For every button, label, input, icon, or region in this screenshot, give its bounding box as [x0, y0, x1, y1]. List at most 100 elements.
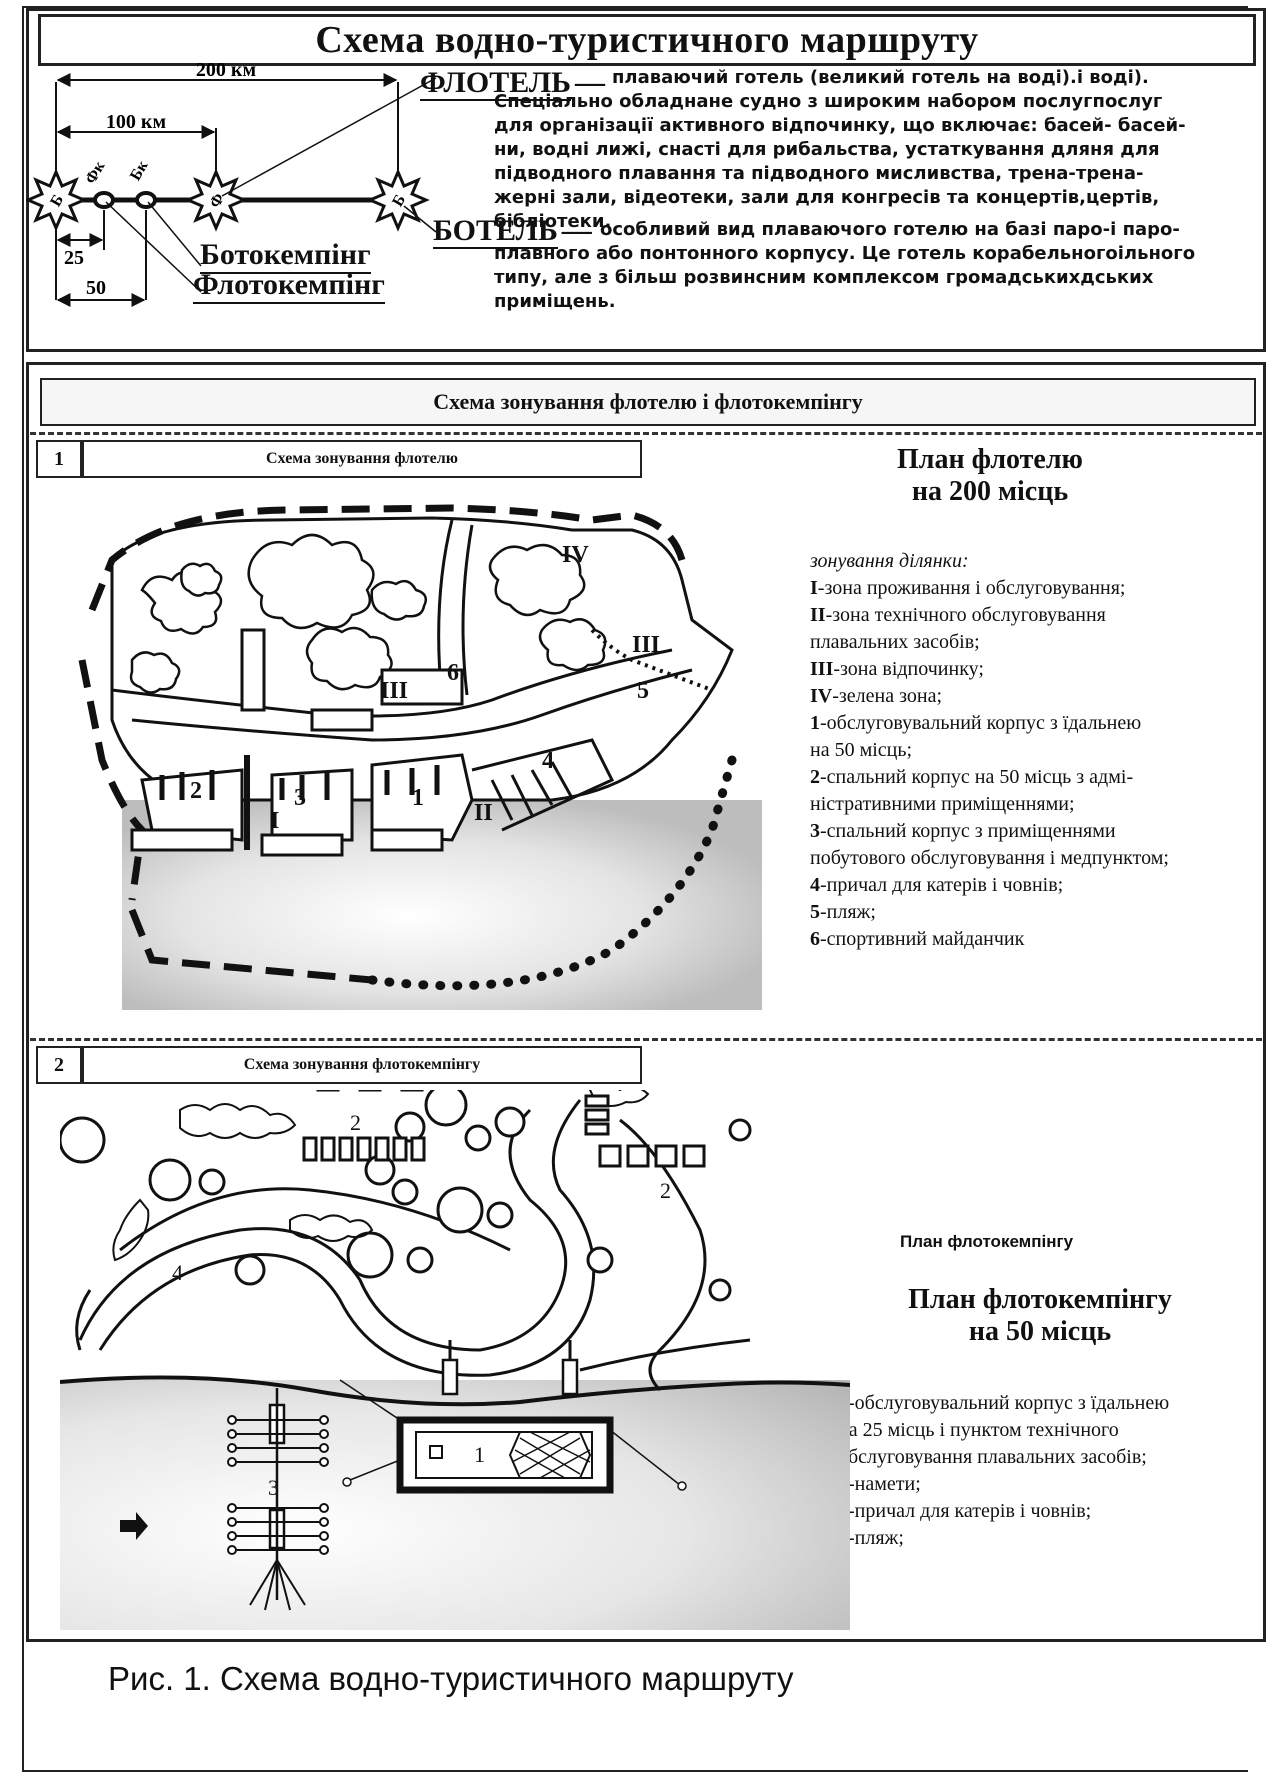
botel-node-left-icon: Б	[26, 168, 88, 232]
flotocamping-building-1	[339, 1340, 687, 1494]
flotel-node-icon: Ф	[184, 168, 248, 232]
flotel-legend-item: II-зона технічного обслуговування	[810, 602, 1260, 629]
flotel-label: ФЛОТЕЛЬ	[420, 66, 572, 101]
dim-100-label: 100 км	[106, 111, 166, 133]
flotel-buildings	[130, 753, 474, 857]
flotel-description: Спеціально обладнане судно з широким наб…	[494, 91, 1186, 232]
flotel-beach-dots	[367, 755, 737, 991]
svg-text:II: II	[474, 800, 493, 826]
flotel-legend-key: 2	[810, 766, 820, 788]
flotel-legend-item: плавальних засобів;	[810, 629, 1260, 656]
flotel-legend-text: -зона відпочинку;	[833, 658, 984, 680]
flotocamping-legend-item: 3-причал для катерів і човнів;	[838, 1498, 1258, 1525]
botel-label: БОТЕЛЬ	[433, 214, 558, 249]
svg-text:5: 5	[637, 678, 649, 704]
flotel-legend: зонування ділянки: I-зона проживання і о…	[810, 548, 1260, 953]
flotocamping-legend-item: на 25 місць і пунктом технічного	[838, 1417, 1258, 1444]
svg-text:III: III	[632, 632, 660, 658]
figure-caption: Рис. 1. Схема водно-туристичного маршрут…	[108, 1660, 794, 1697]
flotocamping-legend-text: обслуговування плавальних засобів;	[838, 1446, 1147, 1468]
section1-number: 1	[36, 440, 82, 478]
flotel-trees-icon	[129, 533, 607, 694]
flotel-legend-key: I	[810, 577, 818, 599]
flotel-legend-key: 4	[810, 874, 820, 896]
divider-middle	[30, 1038, 1262, 1041]
flotel-legend-item: побутового обслуговування і медпунктом;	[810, 845, 1260, 872]
flotel-legend-item: ністративними приміщеннями;	[810, 791, 1260, 818]
flotel-legend-text: -зелена зона;	[832, 685, 943, 707]
flotel-legend-text: на 50 місць;	[810, 739, 913, 761]
section2-title: Схема зонування флотокемпінгу	[82, 1046, 642, 1084]
flotel-legend-text: -обслуговувальний корпус з їдальнею	[820, 712, 1142, 734]
flotel-desc-1: плаваючий готель (великий готель на воді…	[612, 67, 1149, 88]
flotocamping-legend-text: -пляж;	[848, 1527, 904, 1549]
svg-text:III: III	[380, 678, 408, 704]
flotocamping-shrubs-icon	[112, 1090, 650, 1262]
flotel-plan-title: План флотелю на 200 місць	[897, 444, 1083, 507]
flotel-legend-item: III-зона відпочинку;	[810, 656, 1260, 683]
flotel-legend-key: 1	[810, 712, 820, 734]
flotel-legend-item: 1-обслуговувальний корпус з їдальнею	[810, 710, 1260, 737]
dim-200-label: 200 км	[196, 60, 256, 81]
flotocamping-tents	[302, 1090, 706, 1168]
zoning-panel	[26, 362, 1266, 1642]
svg-text:3: 3	[294, 785, 306, 811]
direction-arrow-icon	[120, 1512, 148, 1540]
flotel-legend-text: -пляж;	[820, 901, 876, 923]
flotel-legend-item: 5-пляж;	[810, 899, 1260, 926]
svg-text:IV: IV	[562, 542, 589, 568]
flotel-legend-text: -спальний корпус з приміщеннями	[820, 820, 1116, 842]
flotel-legend-text: побутового обслуговування і медпунктом;	[810, 847, 1169, 869]
flotel-legend-text: -зона технічного обслуговування	[825, 604, 1106, 626]
flotel-legend-item: 4-причал для катерів і човнів;	[810, 872, 1260, 899]
route-diagram: 200 км 100 км 25 50 Б Ф Б Фк Бк	[26, 60, 437, 307]
svg-text:6: 6	[447, 660, 459, 686]
flotocamping-legend-text: -намети;	[848, 1473, 921, 1495]
zoning-title-box: Схема зонування флотелю і флотокемпінгу	[40, 378, 1256, 426]
flotocamping-small-title: План флотокемпінгу	[900, 1232, 1074, 1251]
page-frame	[22, 6, 1248, 1772]
flotel-legend-item: 3-спальний корпус з приміщеннями	[810, 818, 1260, 845]
flotel-pier	[471, 738, 615, 832]
flotel-map: IV III III 6 5 4 2 3 1 I II	[78, 504, 762, 1010]
flotel-legend-text: -спортивний майданчик	[820, 928, 1025, 950]
flotocamping-legend-text: -причал для катерів і човнів;	[848, 1500, 1092, 1522]
divider-top	[30, 432, 1262, 435]
flotel-legend-item: IV-зелена зона;	[810, 683, 1260, 710]
flotel-legend-key: 5	[810, 901, 820, 923]
flotocamping-legend-text: на 25 місць і пунктом технічного	[838, 1419, 1119, 1441]
flotel-legend-text: -причал для катерів і човнів;	[820, 874, 1064, 896]
section2-number: 2	[36, 1046, 82, 1084]
flotocamping-shoreline	[60, 1375, 850, 1407]
flotel-legend-text: -зона проживання і обслуговування;	[817, 577, 1126, 599]
flotocamping-legend-item: 2-намети;	[838, 1471, 1258, 1498]
flotel-legend-heading: зонування ділянки:	[810, 550, 969, 572]
flotel-sports-ground	[380, 668, 464, 706]
flotel-legend-item: 2-спальний корпус на 50 місць з адмі-	[810, 764, 1260, 791]
route-title: Схема водно-туристичного маршруту	[315, 19, 979, 61]
botocamping-label: Ботокемпінг	[200, 238, 371, 274]
section1-title: Схема зонування флотелю	[82, 440, 642, 478]
svg-text:I: I	[270, 808, 279, 834]
svg-text:2: 2	[190, 778, 202, 804]
flotocamping-legend-item: 4-пляж;	[838, 1525, 1258, 1552]
route-panel	[26, 8, 1266, 352]
flotel-legend-key: 3	[810, 820, 820, 842]
svg-text:1: 1	[412, 785, 424, 811]
flotocamping-plan-title: План флотокемпінгу на 50 місць	[908, 1284, 1172, 1347]
flotel-legend-key: II	[810, 604, 826, 626]
flotel-legend-text: ністративними приміщеннями;	[810, 793, 1075, 815]
flotel-legend-item: 6-спортивний майданчик	[810, 926, 1260, 953]
botel-heading: БОТЕЛЬ —	[433, 214, 592, 249]
flotocamping-legend-item: 1-обслуговувальний корпус з їдальнею	[838, 1390, 1258, 1417]
flotel-land	[110, 516, 734, 802]
flotocamping-label: Флотокемпінг	[193, 268, 385, 304]
route-title-box: Схема водно-туристичного маршруту	[38, 14, 1256, 66]
flotocamping-legend-text: -обслуговувальний корпус з їдальнею	[848, 1392, 1170, 1414]
svg-text:3: 3	[268, 1475, 279, 1500]
flotel-legend-text: плавальних засобів;	[810, 631, 980, 653]
flotel-legend-item: на 50 місць;	[810, 737, 1260, 764]
svg-text:2: 2	[350, 1110, 361, 1135]
flotocamping-map: 2 2 4 3 1	[60, 1090, 850, 1630]
